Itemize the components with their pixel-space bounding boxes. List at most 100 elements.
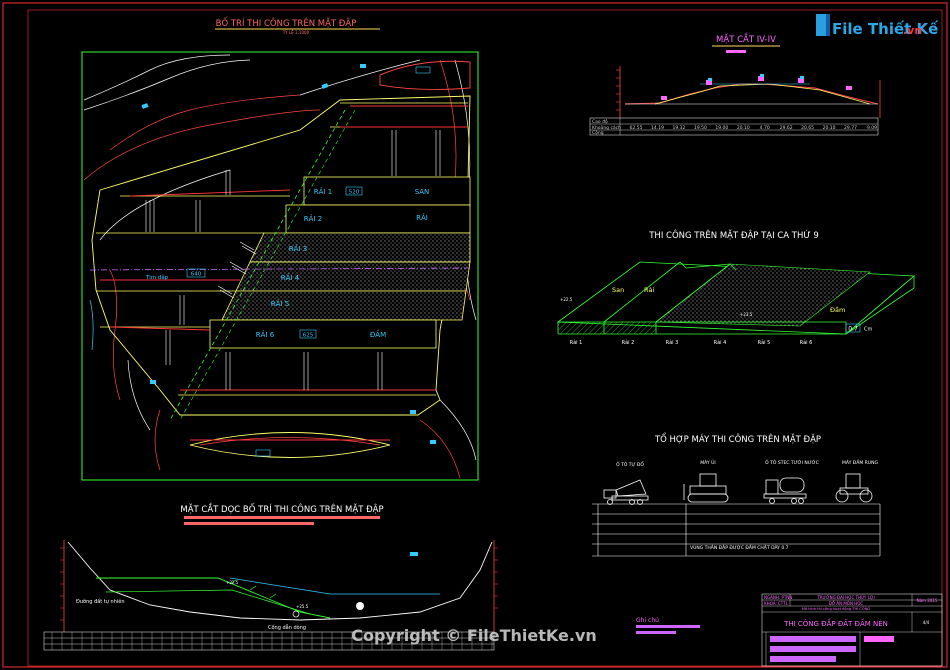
section-distance-value: 4.70 <box>760 125 770 131</box>
shift-bottom-label: Rải 6 <box>800 339 813 346</box>
plan-view: BỐ TRÍ THI CÔNG TRÊN MẶT ĐẬP TỶ LỆ 1:100… <box>81 16 479 481</box>
tag-box <box>255 449 271 457</box>
strip-action-1: SAN <box>415 188 430 196</box>
culvert-symbol <box>292 610 300 618</box>
ground-label: Đường đất tự nhiên <box>76 598 125 605</box>
section-distances: 62.55 14.19 19.32 19.50 19.00 20.10 4.70 29.62 2… <box>630 125 878 131</box>
tb-sheet-title: THI CÔNG ĐẮP ĐẤT ĐẦM NÉN <box>783 618 888 628</box>
shift-diagram: THI CÔNG TRÊN MẶT ĐẬP TẠI CA THỨ 9 San R… <box>556 229 916 346</box>
section-distance-value: 14.19 <box>651 125 664 131</box>
shift-bottom-label: Rải 5 <box>758 339 771 346</box>
title-block: NGÀNH: PTNN KHOÁ: CTTL TRƯỜNG ĐẠI HỌC TH… <box>761 593 943 667</box>
section-distance-value: 29.77 <box>844 125 857 131</box>
notes-label: Ghi chú <box>636 617 659 624</box>
section-distance-value: 20.10 <box>737 125 750 131</box>
crest-strips <box>209 176 471 349</box>
shift-label-rai: Rải <box>644 286 654 294</box>
culvert-label: Cống dẫn dòng <box>268 624 306 631</box>
bulldozer-icon <box>683 473 729 503</box>
strip-tag-box <box>299 329 317 339</box>
machines-diagram: TỔ HỢP MÁY THI CÔNG TRÊN MẶT ĐẬP Ô TÔ TỰ… <box>592 432 881 557</box>
survey-markers <box>141 64 436 444</box>
shift-title: THI CÔNG TRÊN MẶT ĐẬP TẠI CA THỨ 9 <box>648 229 819 241</box>
strip-action-6: ĐẦM <box>370 329 386 339</box>
section-profile <box>624 83 879 105</box>
strip-tag-1: 520 <box>349 190 360 196</box>
dam-outline <box>91 95 471 416</box>
section-row-label: Khoảng cách <box>592 124 621 131</box>
level-b: +25.5 <box>296 604 309 609</box>
zone-note: VÙNG THÂN ĐẬP ĐƯỢC ĐẦM CHẶT DÀY 0.7 <box>690 543 789 551</box>
machines-title: TỔ HỢP MÁY THI CÔNG TRÊN MẶT ĐẬP <box>654 432 821 445</box>
shift-level-left: +22.5 <box>560 297 573 302</box>
long-data-table <box>43 631 495 651</box>
dam-axis <box>89 267 471 271</box>
brand-logo: File Thiết Kế .vn <box>816 14 939 38</box>
section-row-label: Cộng <box>592 129 604 136</box>
tb-sheet-no: 4/4 <box>923 620 930 625</box>
access-ramps <box>145 130 441 390</box>
slope-ticks <box>217 241 257 299</box>
section-distance-value: 20.10 <box>823 125 836 131</box>
strip-tag-6: 625 <box>303 333 314 339</box>
section-distance-value: 20.65 <box>801 125 814 131</box>
shift-bottom-label: Rải 1 <box>570 339 583 346</box>
tb-subtitle: Mô hình thi công hoạt động THI CÔNG <box>802 606 871 611</box>
machine-name-1: Ô TÔ TỰ ĐỔ <box>616 460 644 468</box>
strip-label-5: RẢI 5 <box>271 299 289 308</box>
machine-name-2: MÁY ỦI <box>700 458 715 466</box>
vibratory-roller-icon <box>835 473 873 503</box>
shift-label-dam: Đầm <box>830 306 845 314</box>
machine-name-3: Ô TÔ STEC TƯỚI NƯỚC <box>765 459 819 466</box>
cross-section-iv: MẶT CẮT IV-IV Cao độ Khoảng cách Cộng 62… <box>589 32 881 136</box>
longsection-title: MẶT CẮT DỌC BỐ TRÍ THI CÔNG TRÊN MẶT ĐẬP <box>180 502 383 515</box>
strip-label-4: RẢI 4 <box>281 273 300 282</box>
machine-name-4: MÁY ĐẦM RUNG <box>842 458 878 466</box>
thickness-box <box>845 323 861 333</box>
brand-logo-domain: .vn <box>903 24 922 37</box>
tb-project: ĐỒ ÁN MÔN HỌC <box>829 601 864 606</box>
tb-year: Năm 2015 <box>917 598 938 603</box>
strip-label-6: RẢI 6 <box>256 330 275 339</box>
section-distance-value: 19.50 <box>694 125 707 131</box>
section-distance-value: 62.55 <box>630 125 643 131</box>
dam-body-line <box>96 577 331 619</box>
plan-frame <box>81 51 479 481</box>
dump-truck-icon <box>603 479 649 505</box>
section-distance-value: 19.32 <box>672 125 685 131</box>
shift-label-san: San <box>612 286 624 294</box>
strip-label-3: RẢI 3 <box>289 244 307 253</box>
long-section: MẶT CẮT DỌC BỐ TRÍ THI CÔNG TRÊN MẶT ĐẬP… <box>43 502 498 651</box>
brand-logo-text: File Thiết Kế <box>832 19 939 38</box>
tag-box <box>415 66 431 74</box>
crest-edge-dashed <box>169 109 346 421</box>
shift-bottom-label: Rải 2 <box>622 339 635 346</box>
section-distance-value: 9.09 <box>867 125 877 131</box>
shift-bottom-label: Rải 4 <box>714 339 727 346</box>
water-level-symbol <box>356 602 364 610</box>
section-iv-title: MẶT CẮT IV-IV <box>716 32 776 45</box>
spread-zone <box>655 263 871 327</box>
section-data-table <box>589 117 879 136</box>
section-distance-value: 29.62 <box>780 125 793 131</box>
plan-scale: TỶ LỆ 1:1000 <box>282 30 310 35</box>
natural-ground-line <box>67 541 493 621</box>
downstream-cofferdam <box>189 432 391 458</box>
water-tanker-icon <box>763 477 807 504</box>
strip-action-2: RẢI <box>416 213 428 222</box>
strip-label-2: RẢI 2 <box>304 214 322 223</box>
upstream-cofferdam <box>379 60 471 90</box>
plan-title: BỐ TRÍ THI CÔNG TRÊN MẶT ĐẬP <box>216 16 357 29</box>
sheet-inner-frame <box>27 9 943 667</box>
shift-level-mid: +23.5 <box>740 312 753 317</box>
shift-thickness: 0.7 <box>848 326 858 333</box>
axis-tag: 640 <box>191 272 202 278</box>
section-row-label: Cao độ <box>592 118 608 125</box>
axis-label: Tim đập <box>145 274 169 281</box>
section-distance-value: 19.00 <box>715 125 728 131</box>
tb-row-2: KHOÁ: CTTL <box>764 601 789 606</box>
strip-tag-box <box>345 186 363 196</box>
